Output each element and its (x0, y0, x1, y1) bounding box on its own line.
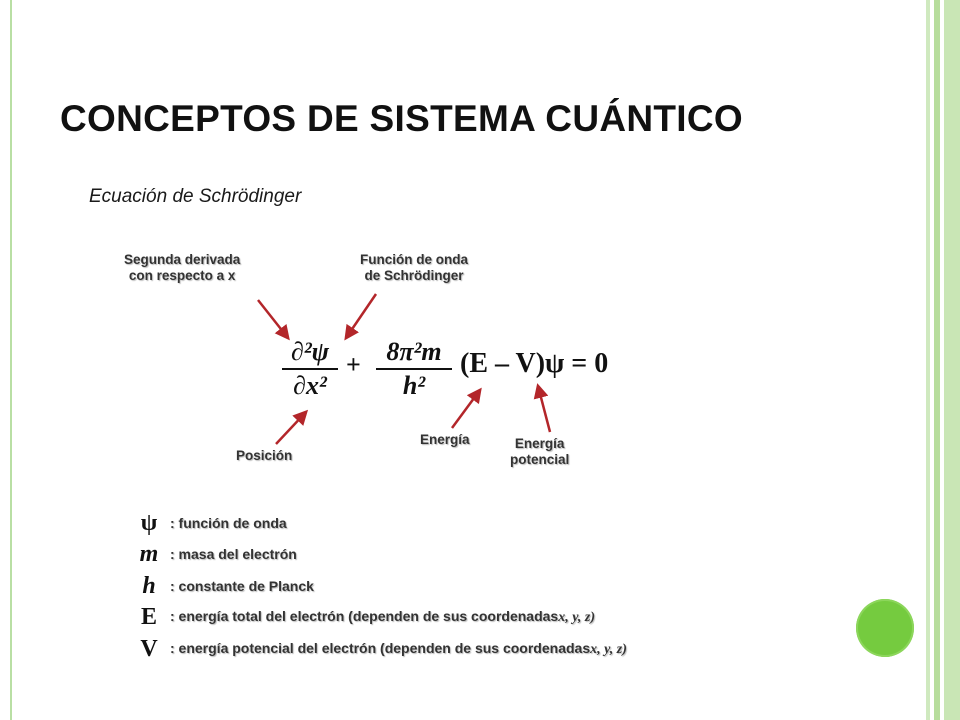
legend-text-psi: : función de onda (170, 515, 287, 531)
arrow-potential-energy (533, 383, 552, 433)
legend-row-psi: ψ : función de onda (132, 510, 287, 536)
schrodinger-figure: Segunda derivada con respecto a x Funció… (110, 240, 670, 670)
equation-8pi2m: 8π²m (386, 337, 442, 366)
legend-text-v-main: : energía potencial del electrón (depend… (170, 640, 591, 656)
legend-text-e-main: : energía total del electrón (dependen d… (170, 608, 559, 624)
arrow-position (275, 409, 309, 445)
legend-symbol-psi: ψ (140, 509, 158, 536)
annotation-second-derivative-line2: con respecto a x (128, 268, 236, 283)
annotation-wave-function: Función de onda de Schrödinger (360, 252, 468, 284)
arrow-second-derivative (257, 299, 290, 341)
legend-text-m: : masa del electrón (170, 546, 297, 562)
arrow-wave-function (344, 293, 378, 341)
slide-right-stripes (914, 0, 960, 720)
slide-subtitle: Ecuación de Schrödinger (89, 186, 302, 207)
annotation-second-derivative-line1: Segunda derivada (124, 252, 241, 267)
legend-text-v: : energía potencial del electrón (depend… (170, 640, 627, 658)
equation-h2: h² (402, 371, 426, 400)
legend-symbol-h: h (142, 572, 156, 599)
equation-d2psi: ∂²ψ (290, 337, 329, 366)
equation-plus: + (346, 350, 361, 379)
legend-symbol-v: V (140, 635, 158, 662)
legend-coords-v: x, y, z) (590, 642, 627, 657)
decorative-green-circle (856, 599, 914, 657)
legend-row-e: E : energía total del electrón (dependen… (132, 604, 595, 630)
equation-fraction-bar-2 (376, 368, 452, 370)
equation-first-fraction: ∂²ψ ∂x² (282, 338, 338, 400)
annotation-potential-energy-line1: Energía (514, 436, 565, 451)
equation-energy-term: (E – V)ψ = 0 (460, 348, 609, 379)
annotation-position: Posición (236, 448, 293, 463)
legend-coords-e: x, y, z) (558, 610, 596, 625)
legend-row-v: V : energía potencial del electrón (depe… (132, 636, 627, 662)
annotation-potential-energy: Energía potencial (510, 436, 569, 468)
legend-symbol-e: E (140, 603, 157, 630)
annotation-arrows (257, 293, 552, 445)
annotation-second-derivative: Segunda derivada con respecto a x (124, 252, 240, 284)
legend-row-h: h : constante de Planck (132, 573, 314, 599)
legend-text-h: : constante de Planck (170, 578, 314, 594)
annotation-potential-energy-line2: potencial (510, 452, 570, 467)
annotation-energy: Energía (420, 432, 470, 447)
legend-symbol-m: m (139, 540, 159, 567)
annotation-wave-function-line2: de Schrödinger (364, 268, 464, 283)
equation-dx2: ∂x² (293, 371, 327, 400)
legend-row-m: m : masa del electrón (132, 541, 297, 567)
equation-second-fraction: 8π²m h² (376, 338, 452, 400)
legend-text-e: : energía total del electrón (dependen d… (170, 608, 595, 626)
arrow-energy (450, 387, 482, 429)
slide-title: CONCEPTOS DE SISTEMA CUÁNTICO (60, 98, 743, 139)
annotation-wave-function-line1: Función de onda (360, 252, 468, 267)
slide-left-border (0, 0, 12, 720)
equation-fraction-bar-1 (282, 368, 338, 370)
